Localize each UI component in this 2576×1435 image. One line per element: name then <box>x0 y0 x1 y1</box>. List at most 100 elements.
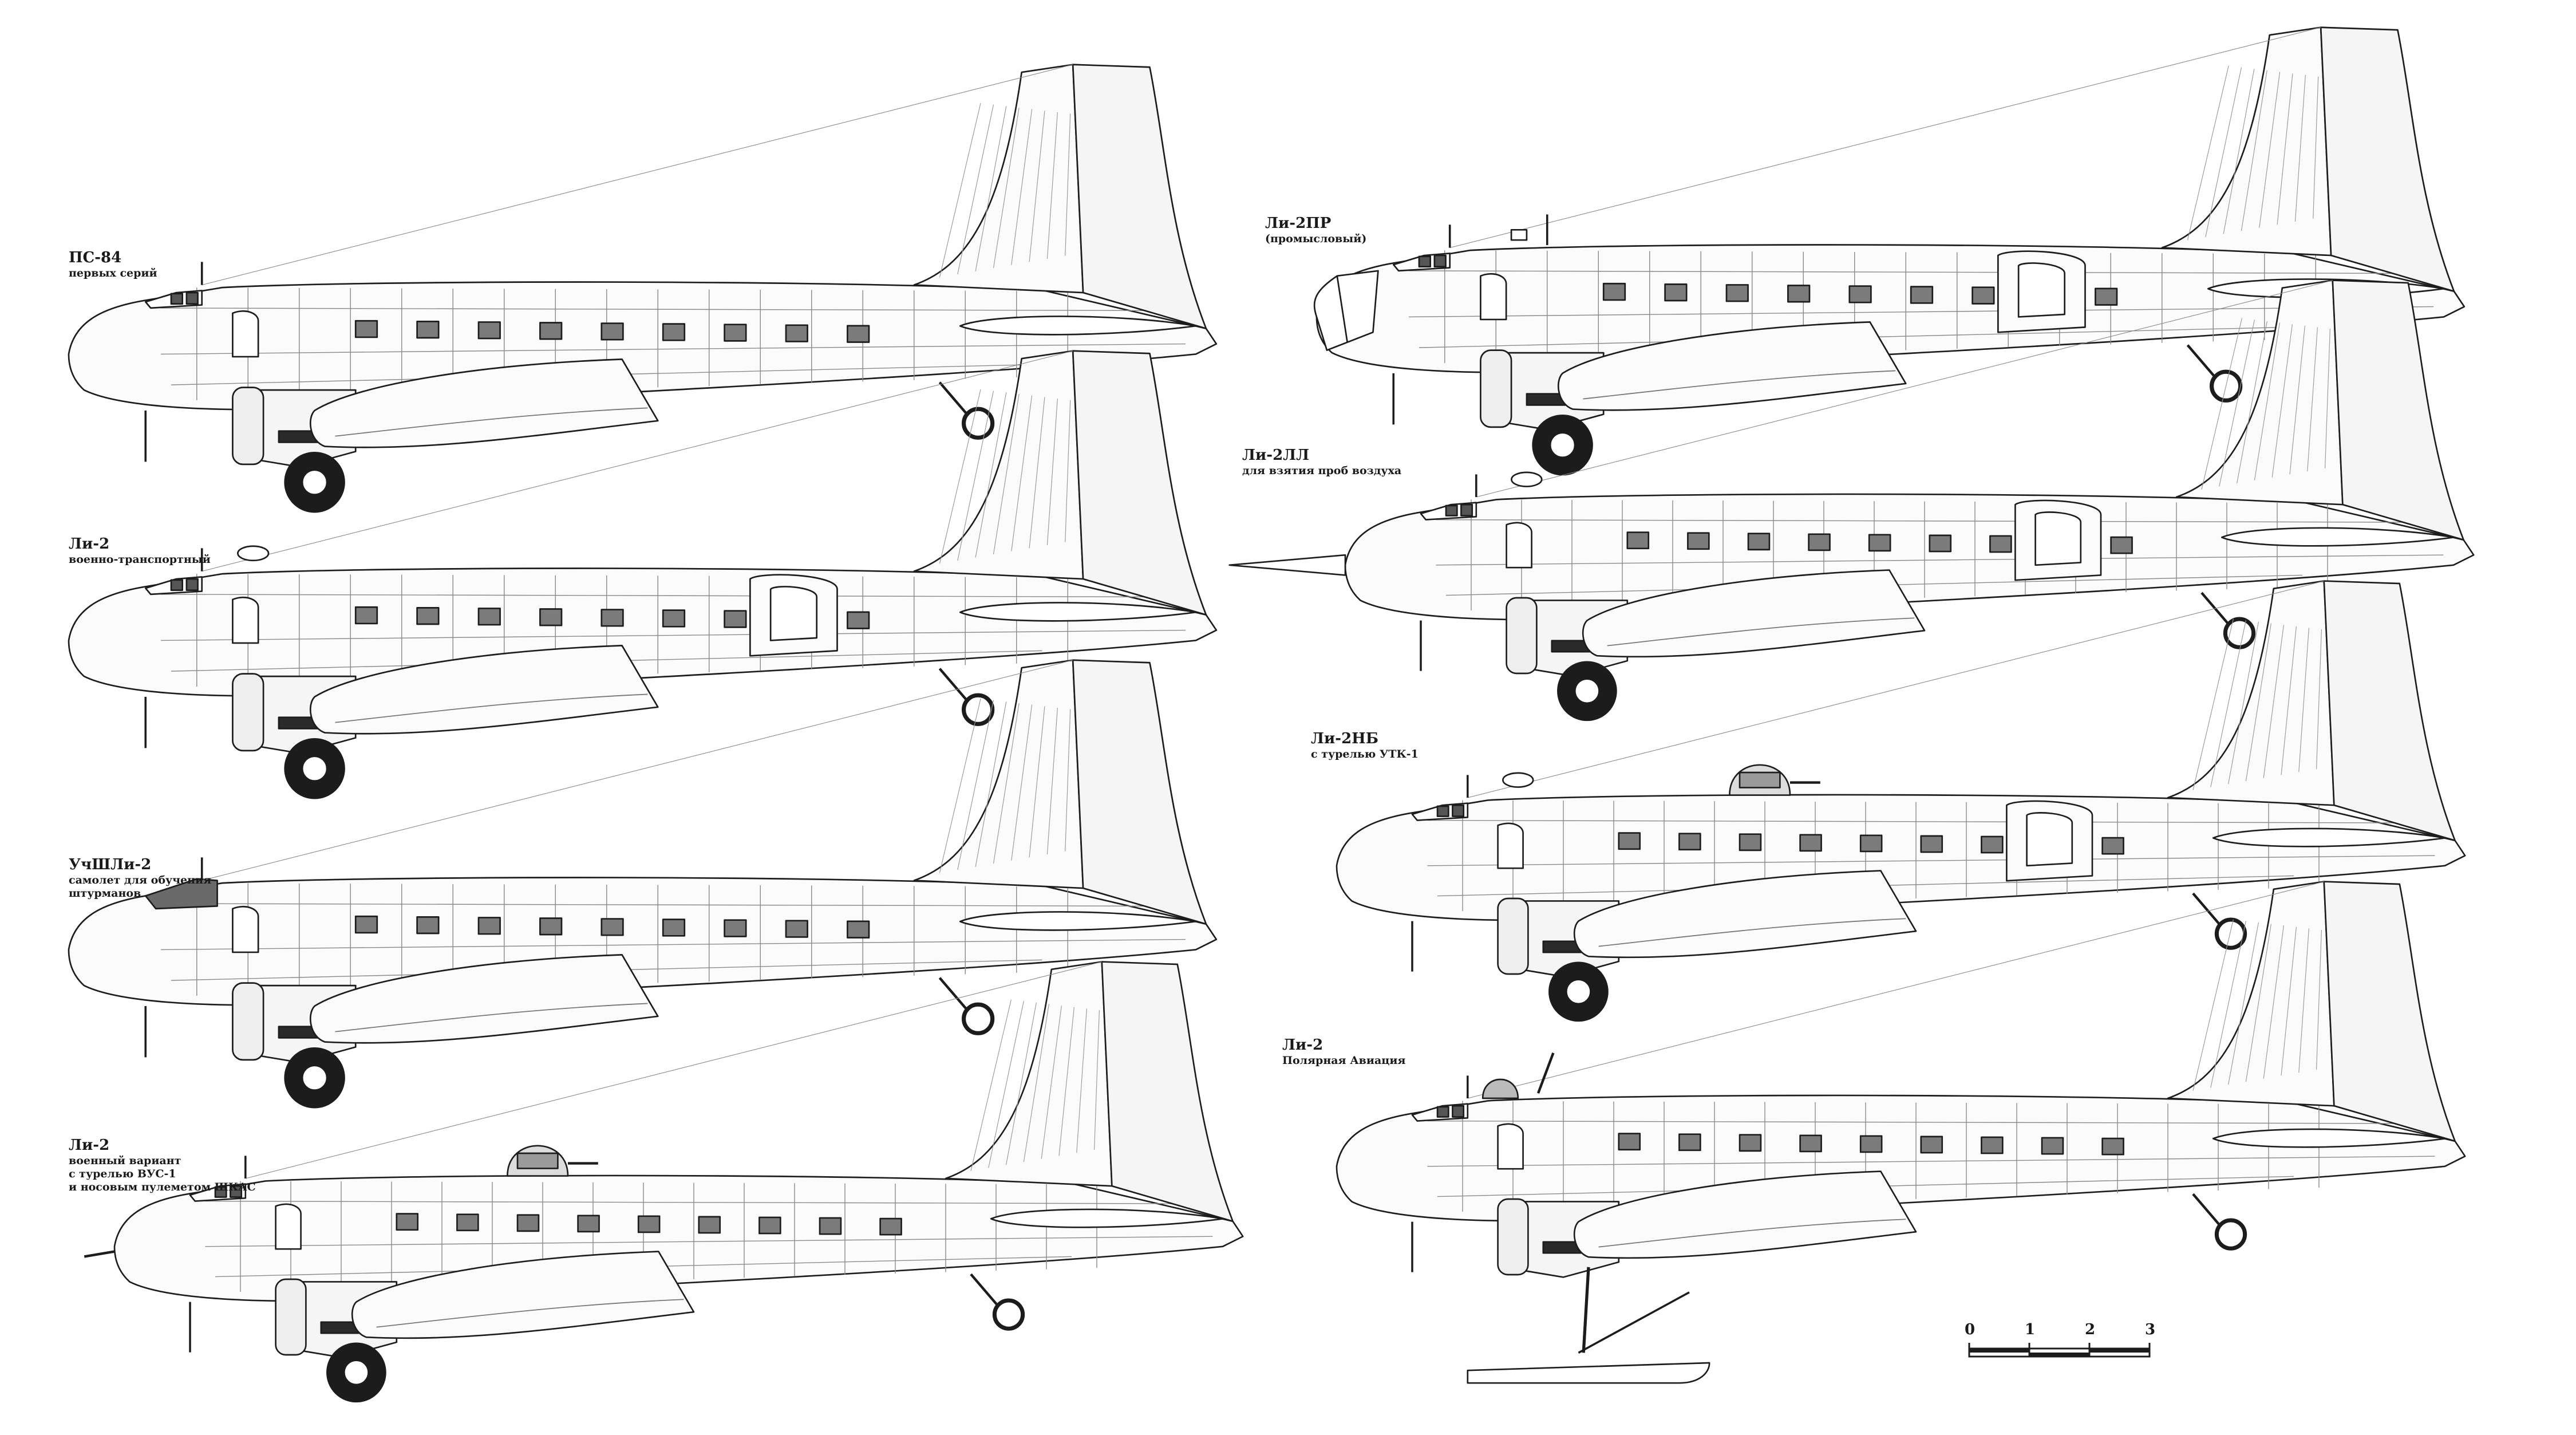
main-wheel-hub <box>343 1359 369 1386</box>
cabin-window <box>1981 1136 2004 1154</box>
fin-rib <box>975 701 1007 867</box>
rudder <box>1072 659 1207 925</box>
fin-rib <box>1046 398 1058 546</box>
rudder <box>2320 26 2455 293</box>
scale-bar <box>1968 1343 2151 1358</box>
tailwheel-strut <box>2186 344 2219 382</box>
cabin-window <box>1739 833 1762 851</box>
cabin-window <box>577 1215 600 1233</box>
fuselage <box>113 1174 1244 1302</box>
fin-rib <box>2210 620 2246 787</box>
dome-antenna <box>1502 772 1534 788</box>
cabin-window <box>1725 284 1749 302</box>
cabin-window <box>1678 833 1701 851</box>
scale-tick-label: 2 <box>2085 1321 2096 1338</box>
aircraft-li2-mil <box>68 350 1218 799</box>
horizontal-stabilizer <box>959 602 1197 622</box>
cabin-window <box>1920 835 1943 853</box>
rudder <box>2323 580 2456 842</box>
rudder <box>1072 350 1207 616</box>
turret-glazing <box>1739 771 1781 789</box>
fin-rib <box>2219 320 2255 487</box>
tailwheel-strut <box>2192 1193 2225 1231</box>
fin-rib <box>975 106 1007 271</box>
tailwheel-strut <box>938 977 971 1015</box>
fin-rib <box>2228 922 2259 1085</box>
fin-rib <box>1065 113 1071 256</box>
panel-lines <box>161 574 1186 687</box>
cockpit-pane <box>1452 1105 1465 1118</box>
dome-antenna <box>1511 471 1543 487</box>
cabin-window <box>354 915 378 934</box>
wing <box>310 358 659 448</box>
fin-rib <box>1065 400 1071 542</box>
horizontal-stabilizer <box>959 316 1197 336</box>
variant-subtitle: первых серий <box>69 267 157 280</box>
wing <box>310 954 659 1044</box>
variant-subtitle: военный вариант <box>69 1154 181 1168</box>
cockpit-pane <box>1418 255 1432 268</box>
cabin-window <box>2041 1137 2064 1155</box>
cabin-window <box>1859 834 1883 853</box>
cockpit-pane <box>1460 503 1473 517</box>
cargo-door-inner <box>2026 812 2073 867</box>
wing-flap-line <box>335 1003 648 1032</box>
aircraft-li2-polar <box>1336 881 2466 1384</box>
tailwheel-strut <box>938 668 971 705</box>
main-wheel-hub <box>1549 432 1576 459</box>
cockpit-pane <box>214 1186 227 1198</box>
main-ski <box>1467 1362 1710 1384</box>
variant-title: Ли-2ЛЛ <box>1242 447 1310 464</box>
cockpit-pane <box>170 579 184 592</box>
fin-rib <box>957 700 994 870</box>
rudder <box>2323 881 2456 1142</box>
cabin-window <box>1971 286 1995 305</box>
fin-rib <box>2263 625 2284 778</box>
fin-rib <box>1058 1007 1074 1156</box>
fin-rib <box>2298 628 2309 772</box>
cabin-window <box>1868 534 1891 552</box>
rudder <box>1101 961 1234 1223</box>
variant-subtitle: с турелью УТК-1 <box>1311 748 1419 761</box>
turret-glazing <box>516 1152 559 1169</box>
cabin-window <box>1989 535 2012 553</box>
variant-subtitle: штурманов <box>69 886 141 900</box>
cabin-window <box>758 1216 781 1235</box>
cabin-window <box>637 1215 661 1233</box>
fin-rib <box>2316 629 2322 769</box>
cabin-window <box>1799 1134 1822 1153</box>
horizontal-stabilizer <box>990 1208 1224 1228</box>
cargo-door-inner <box>769 586 818 641</box>
cabin-window <box>1687 532 1710 550</box>
cabin-window <box>1664 283 1688 302</box>
cabin-window <box>600 918 624 936</box>
fin-rib <box>1041 1006 1062 1159</box>
tailwheel-strut <box>970 1273 1002 1311</box>
cabin-window <box>456 1213 479 1232</box>
engine-cowling <box>1497 897 1529 975</box>
fin-rib <box>2192 919 2234 1091</box>
fin-rib <box>2259 72 2281 228</box>
wing <box>1573 870 1917 959</box>
cabin-window <box>2095 287 2118 306</box>
wing <box>310 645 659 735</box>
cabin-window <box>1787 285 1811 303</box>
vertical-fin <box>2167 580 2335 806</box>
variant-title: Ли-2НБ <box>1311 730 1378 747</box>
wing-flap-line <box>335 693 648 723</box>
cargo-door-inner <box>2017 262 2066 318</box>
cabin-window <box>1981 835 2004 854</box>
tailwheel <box>2214 917 2247 950</box>
dorsal-antenna <box>1536 1052 1555 1094</box>
fin-rib <box>2325 329 2330 468</box>
antenna-wire <box>202 350 1073 572</box>
fin-rib <box>1011 395 1033 551</box>
engine-cowling <box>232 387 264 466</box>
variant-subtitle: с турелью ВУС-1 <box>69 1167 176 1180</box>
cabin-window <box>354 606 378 625</box>
cabin-window <box>1626 531 1650 550</box>
cockpit-pane <box>1436 1106 1449 1118</box>
cabin-window <box>1910 286 1934 304</box>
antenna-wire <box>1449 27 2321 249</box>
